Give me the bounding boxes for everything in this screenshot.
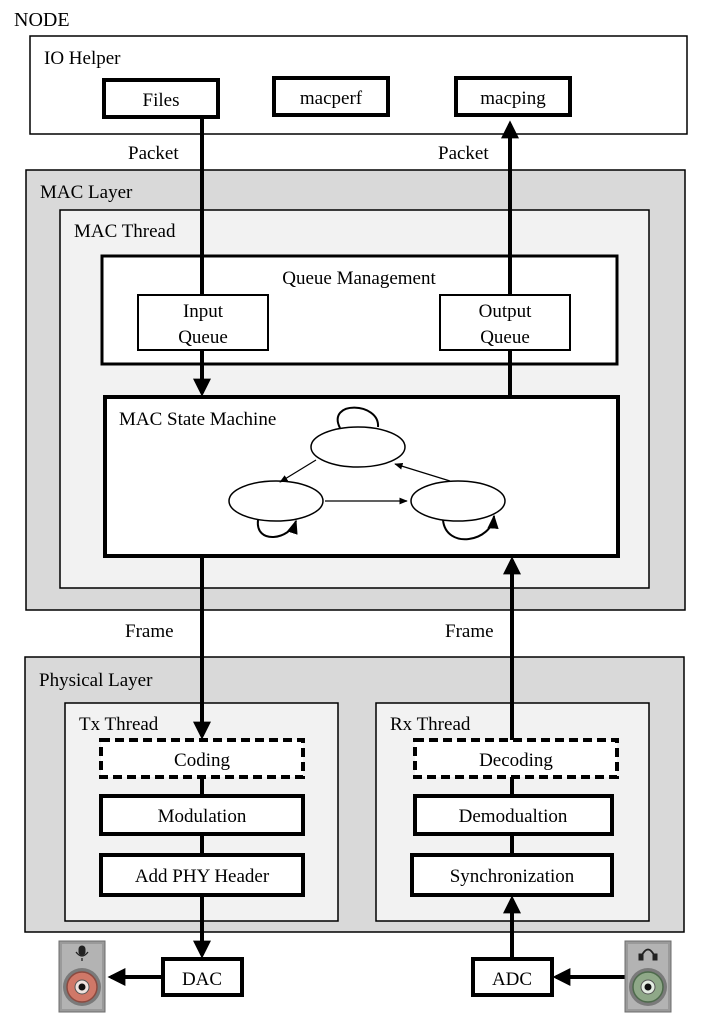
- self-loop-left: [256, 519, 298, 538]
- node-label: NODE: [14, 9, 70, 31]
- macperf-label: macperf: [300, 88, 363, 109]
- flow-arrows: [107, 117, 625, 986]
- decoding-label: Decoding: [479, 750, 553, 771]
- transition-top-to-left: [279, 459, 317, 483]
- frame-down-label: Frame: [125, 621, 174, 642]
- microphone-icon: [75, 945, 89, 961]
- dac-label: DAC: [182, 969, 222, 990]
- io-helper-title: IO Helper: [44, 48, 121, 69]
- synchronization-label: Synchronization: [450, 866, 575, 887]
- add-phy-header-label: Add PHY Header: [135, 866, 270, 887]
- coding-label: Coding: [174, 750, 230, 771]
- output-queue-label-line2: Queue: [480, 327, 530, 348]
- modulation-label: Modulation: [158, 806, 247, 827]
- macperf-box[interactable]: [272, 76, 390, 117]
- mac-state-machine-title: MAC State Machine: [119, 409, 276, 430]
- speaker-jack-icon: [58, 940, 106, 1013]
- input-queue-label-line1: Input: [183, 301, 224, 322]
- state-top: [310, 426, 406, 468]
- output-queue-label-line1: Output: [479, 301, 533, 322]
- files-box[interactable]: [102, 78, 220, 119]
- macping-box[interactable]: [454, 76, 572, 117]
- physical-layer-title: Physical Layer: [39, 670, 153, 691]
- self-loop-top: [336, 406, 380, 429]
- headphone-jack-icon: [624, 940, 672, 1013]
- mac-layer-title: MAC Layer: [40, 182, 133, 203]
- packet-down-label: Packet: [128, 143, 179, 164]
- adc-label: ADC: [492, 969, 532, 990]
- transition-right-to-top: [394, 463, 451, 482]
- coding-box: [99, 738, 305, 779]
- self-loop-right: [442, 514, 499, 541]
- rx-thread-title: Rx Thread: [390, 714, 471, 735]
- mac-thread-title: MAC Thread: [74, 221, 176, 242]
- input-queue-box: [137, 294, 269, 351]
- mac-state-machine-box: [103, 395, 620, 558]
- frame-up-label: Frame: [445, 621, 494, 642]
- input-queue-label-line2: Queue: [178, 327, 228, 348]
- queue-management-title: Queue Management: [282, 268, 436, 289]
- macping-label: macping: [480, 88, 546, 109]
- headphones-icon: [638, 948, 658, 961]
- files-label: Files: [143, 90, 180, 111]
- state-left: [228, 480, 324, 522]
- state-right: [410, 480, 506, 522]
- demodulation-label: Demodualtion: [459, 806, 568, 827]
- packet-up-label: Packet: [438, 143, 489, 164]
- tx-thread-title: Tx Thread: [79, 714, 159, 735]
- state-diagram: [228, 406, 506, 541]
- output-queue-box: [439, 294, 571, 351]
- decoding-box: [413, 738, 619, 779]
- demodulation-box: [413, 794, 614, 836]
